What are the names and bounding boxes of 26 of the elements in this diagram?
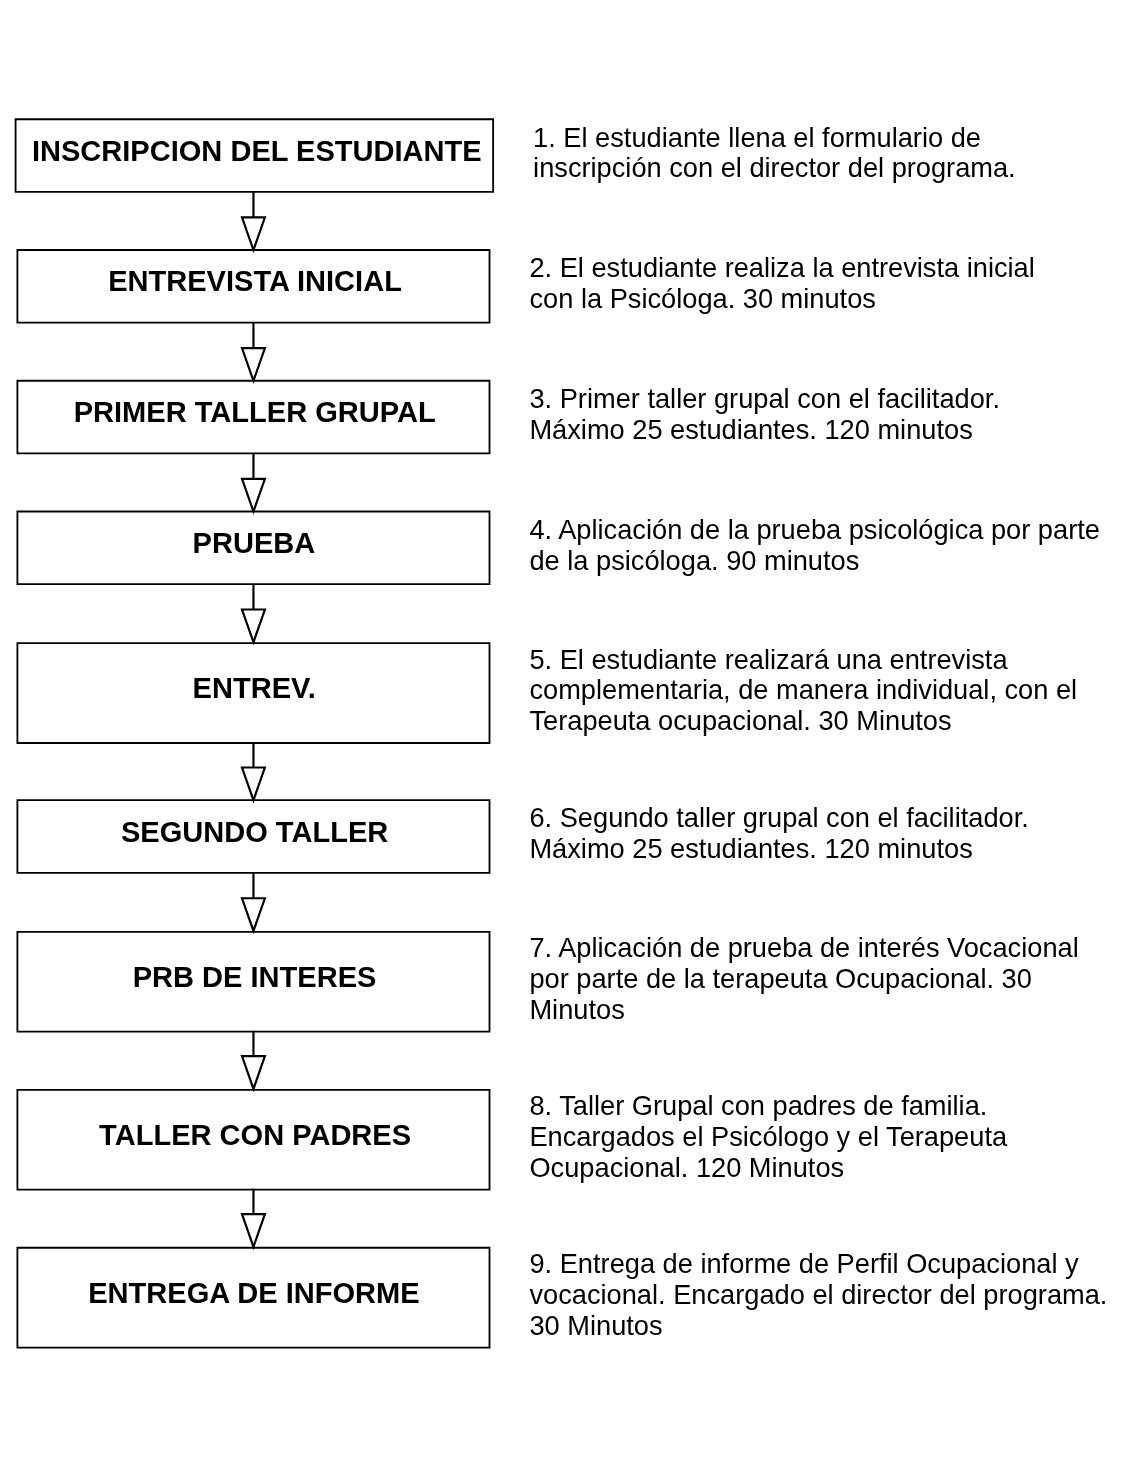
- arrow: [240, 453, 267, 515]
- node-label: 5. El estudiante realizará una entrevista complementaria, de manera individual, con el Terapeuta ocupacional. 30 Minutos: [529, 643, 1078, 737]
- node-box: PRUEBA: [16, 510, 491, 585]
- arrow: [240, 584, 267, 646]
- node-label: 2. El estudiante realiza la entrevista inicial con la Psicóloga. 30 minutos: [529, 252, 1035, 315]
- arrow: [240, 1188, 267, 1251]
- node-box: ENTREVISTA INICIAL: [16, 249, 491, 324]
- node-box: SEGUNDO TALLER: [16, 799, 491, 874]
- node-box: TALLER CON PADRES: [16, 1088, 491, 1191]
- node-box: INSCRIPCION DEL ESTUDIANTE: [14, 118, 495, 193]
- arrow: [240, 742, 267, 804]
- node-label: 7. Aplicación de prueba de interés Vocacional por parte de la terapeuta Ocupacional. 30 Minutos: [529, 932, 1079, 1025]
- arrow: [240, 322, 267, 385]
- arrow: [240, 191, 267, 254]
- node-box: PRIMER TALLER GRUPAL: [16, 379, 491, 455]
- node-label: 3. Primer taller grupal con el facilitador. Máximo 25 estudiantes. 120 minutos: [529, 382, 1000, 445]
- node-box: PRB DE INTERES: [16, 930, 491, 1033]
- node-box: ENTREGA DE INFORME: [16, 1246, 491, 1349]
- node-label: 1. El estudiante llena el formulario de inscripción con el director del programa.: [533, 121, 1016, 184]
- node-label: 9. Entrega de informe de Perfil Ocupacional y vocacional. Encargado el director del programa. 30 Minutos: [529, 1248, 1108, 1341]
- arrow: [240, 872, 267, 935]
- arrow: [240, 1030, 267, 1093]
- node-label: 4. Aplicación de la prueba psicológica por parte de la psicóloga. 90 minutos: [529, 513, 1100, 576]
- node-label: 8. Taller Grupal con padres de familia. Encargados el Psicólogo y el Terapeuta Ocupacional. 120 Minutos: [529, 1090, 1008, 1183]
- node-label: 6. Segundo taller grupal con el facilitador. Máximo 25 estudiantes. 120 minutos: [529, 802, 1029, 865]
- node-box: ENTREV.: [16, 642, 491, 744]
